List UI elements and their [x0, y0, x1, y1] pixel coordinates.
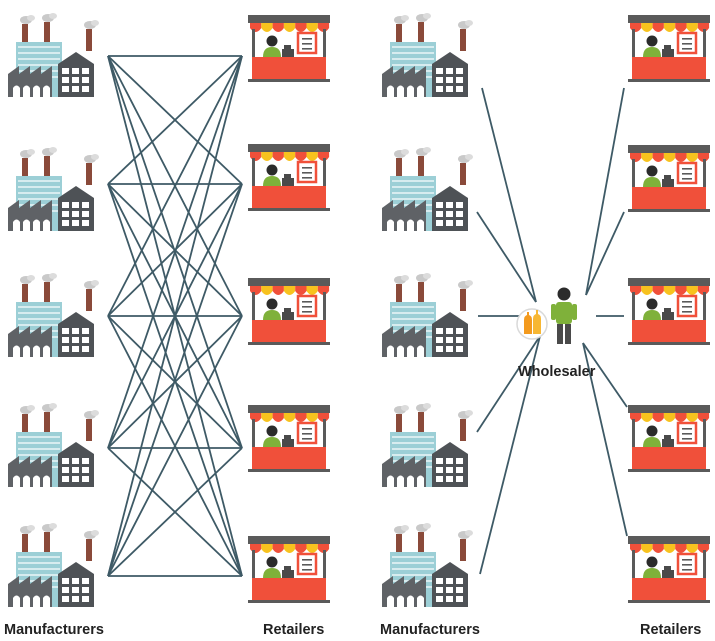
factory-icon-left-0: [8, 13, 99, 97]
hub-line-manufacturer-1: [476, 211, 537, 303]
factory-icon-right-3: [382, 403, 473, 487]
retail-stall-icon-right-3: [628, 405, 710, 472]
factory-icon-right-0: [382, 13, 473, 97]
mesh-line-4-0: [107, 55, 243, 577]
factory-icon-left-1: [8, 147, 99, 231]
hub-line-retailer-4: [582, 342, 628, 537]
hub-line-manufacturer-3: [476, 335, 541, 433]
retail-stall-icon-left-4: [248, 536, 330, 603]
retail-stall-icon-left-2: [248, 278, 330, 345]
factory-icon-left-2: [8, 273, 99, 357]
icons: [8, 13, 710, 607]
mesh-line-2-0: [107, 55, 243, 317]
retail-stall-icon-left-0: [248, 15, 330, 82]
bottles-icon: [516, 308, 548, 340]
retail-stall-icon-left-3: [248, 405, 330, 472]
factory-icon-left-4: [8, 523, 99, 607]
retailers-label-left: Retailers: [263, 622, 325, 638]
hub-line-manufacturer-0: [481, 87, 537, 303]
manufacturers-label-left: Manufacturers: [4, 622, 104, 638]
retail-stall-icon-right-1: [628, 145, 710, 212]
hub-line-retailer-0: [585, 87, 625, 296]
mesh-line-4-3: [107, 447, 243, 577]
mesh-line-4-1: [107, 183, 243, 577]
mesh-line-3-0: [107, 55, 243, 449]
hub-line-manufacturer-4: [479, 335, 541, 575]
manufacturers-label-right: Manufacturers: [380, 622, 480, 638]
retail-stall-icon-right-2: [628, 278, 710, 345]
wholesaler-label: Wholesaler: [518, 364, 596, 380]
retail-stall-icon-left-1: [248, 144, 330, 211]
retail-stall-icon-right-0: [628, 15, 710, 82]
mesh-line-1-0: [107, 55, 243, 185]
retail-stall-icon-right-4: [628, 536, 710, 603]
wholesaler-person-icon: [551, 287, 577, 344]
factory-icon-left-3: [8, 403, 99, 487]
connection-lines: [107, 55, 628, 577]
hub-line-retailer-1: [585, 211, 625, 296]
mesh-line-4-2: [107, 315, 243, 577]
retailers-label-right: Retailers: [640, 622, 702, 638]
wholesaler-icon: [516, 287, 577, 344]
hub-line-retailer-3: [582, 342, 628, 408]
factory-icon-right-1: [382, 147, 473, 231]
factory-icon-right-4: [382, 523, 473, 607]
factory-icon-right-2: [382, 273, 473, 357]
